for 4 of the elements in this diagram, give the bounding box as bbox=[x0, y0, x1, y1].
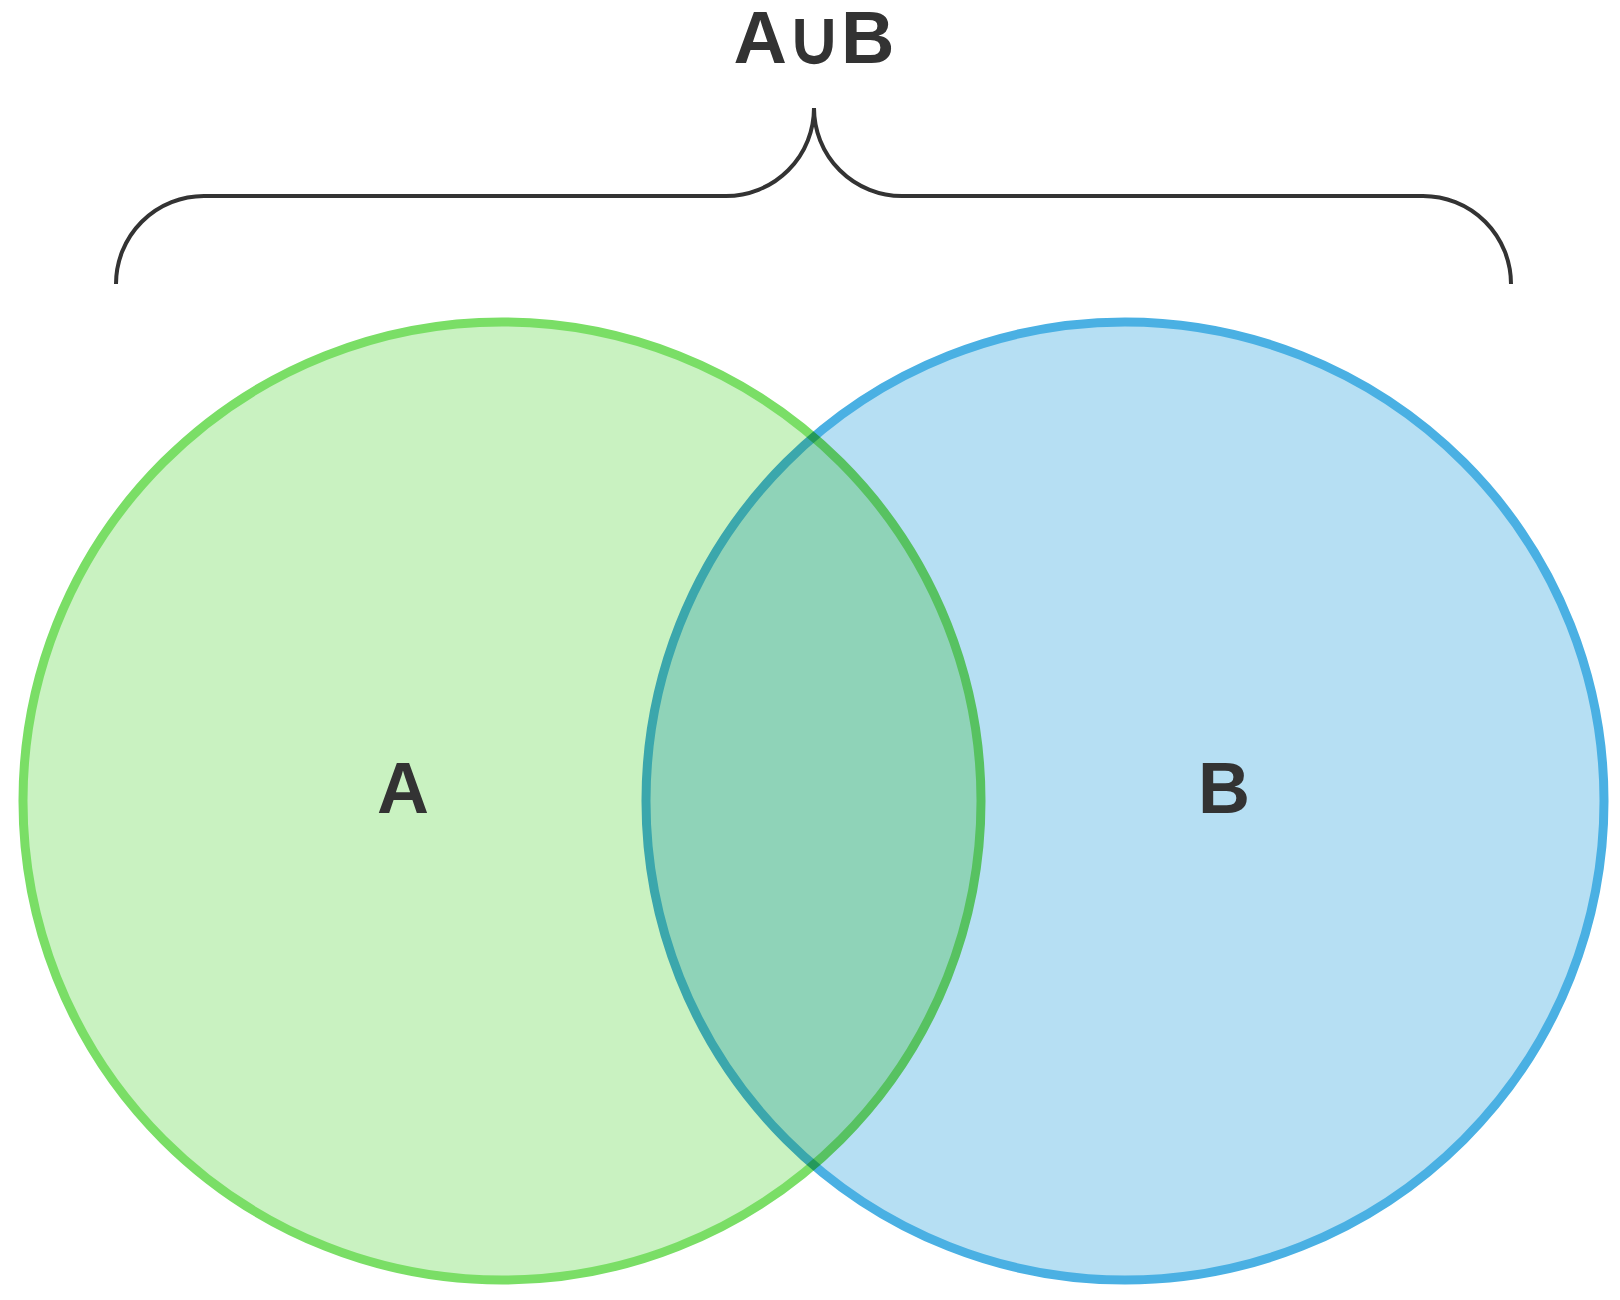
set-label: A bbox=[377, 752, 429, 824]
set-circle bbox=[641, 317, 1609, 1285]
set-label: B bbox=[1198, 752, 1250, 824]
union-label: A∪B bbox=[733, 1, 895, 75]
